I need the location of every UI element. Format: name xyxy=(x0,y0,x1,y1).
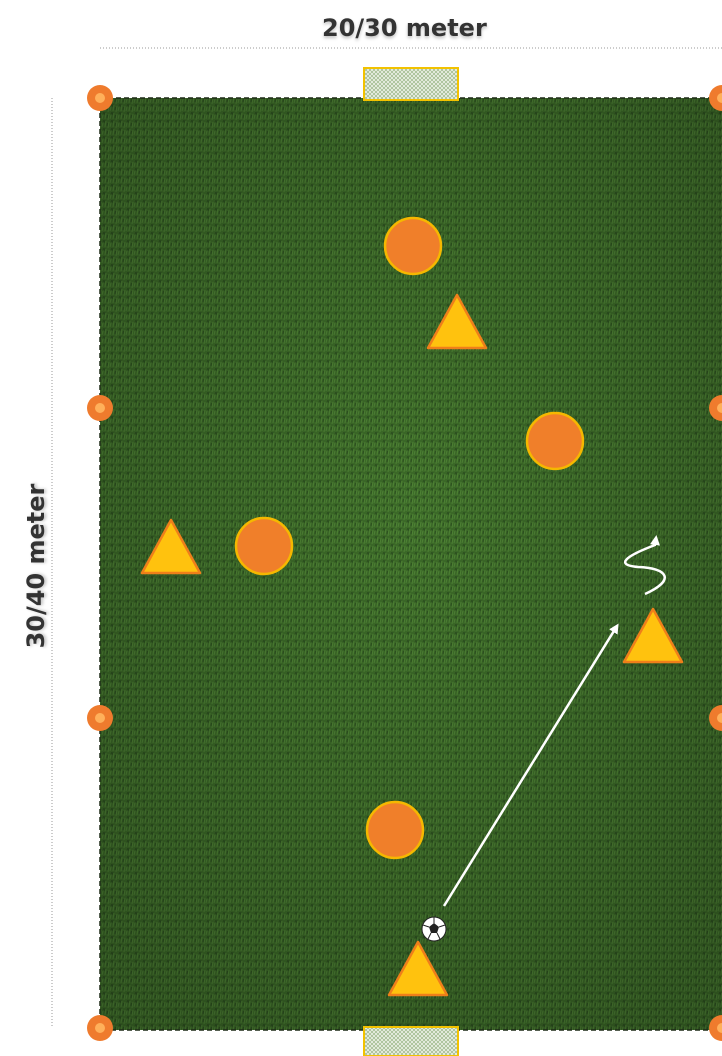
cone-marker xyxy=(87,705,113,731)
circle-player xyxy=(367,802,423,858)
circle-player xyxy=(385,218,441,274)
top-goal xyxy=(364,68,458,100)
circle-player xyxy=(236,518,292,574)
height-label: 30/40 meter xyxy=(22,484,50,649)
soccer-ball-icon xyxy=(422,917,446,941)
cone-marker xyxy=(87,395,113,421)
cone-marker xyxy=(87,85,113,111)
width-label: 20/30 meter xyxy=(322,14,487,42)
bottom-goal xyxy=(364,1027,458,1056)
circle-player xyxy=(527,413,583,469)
cone-marker xyxy=(87,1015,113,1041)
